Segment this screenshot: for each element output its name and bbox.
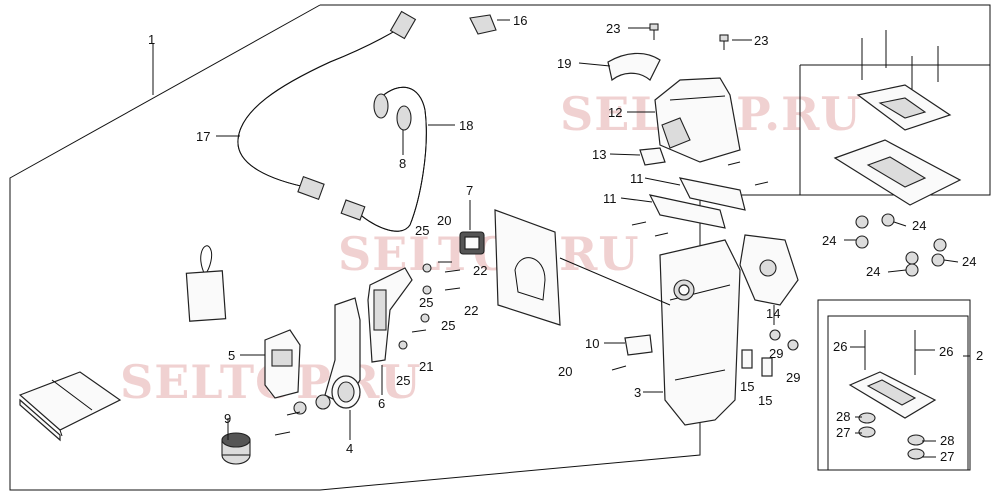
callout-22: 22 (473, 263, 487, 278)
callout-23: 23 (754, 33, 768, 48)
callout-16: 16 (513, 13, 527, 28)
callout-29: 29 (786, 370, 800, 385)
callout-4: 4 (346, 441, 353, 456)
part-11-bracket-upper (678, 177, 746, 211)
callout-26: 26 (939, 344, 953, 359)
callout-15: 15 (758, 393, 772, 408)
callout-3: 3 (634, 385, 641, 400)
callout-20: 20 (558, 364, 572, 379)
part-5-bracket (264, 329, 301, 399)
sub-assembly-2-parts (848, 330, 937, 460)
callout-27: 27 (836, 425, 850, 440)
watermark: SELTOP.RU (338, 227, 640, 281)
callout-19: 19 (557, 56, 571, 71)
callout-23: 23 (606, 21, 620, 36)
callout-25: 25 (419, 295, 433, 310)
nuts-24 (855, 213, 947, 277)
callout-25: 25 (441, 318, 455, 333)
callout-24: 24 (822, 233, 836, 248)
assembly-boundary-2 (817, 299, 971, 471)
callout-20: 20 (437, 213, 451, 228)
mounting-plate-lower (833, 139, 962, 206)
bolt-23 (649, 23, 729, 50)
callout-7: 7 (466, 183, 473, 198)
part-11-bracket-lower (648, 194, 726, 229)
callout-24: 24 (912, 218, 926, 233)
callout-5: 5 (228, 348, 235, 363)
part-3-housing (559, 239, 741, 426)
part-13-clip (639, 147, 666, 166)
leader-lines (152, 19, 970, 458)
callout-18: 18 (459, 118, 473, 133)
callout-11: 11 (630, 171, 644, 186)
callout-2: 2 (976, 348, 983, 363)
tag-label (185, 245, 227, 322)
callout-26: 26 (833, 339, 847, 354)
callout-15: 15 (740, 379, 754, 394)
callout-labels: 1 2 3 4 5 6 7 8 9 10 11 11 12 13 14 15 1… (148, 13, 983, 464)
callout-25: 25 (396, 373, 410, 388)
callout-9: 9 (224, 411, 231, 426)
part-6-lever (367, 267, 413, 363)
callout-25: 25 (415, 223, 429, 238)
assembly-boundary-1 (9, 4, 991, 491)
part-15-clips (741, 349, 773, 377)
part-16-clip (469, 14, 497, 35)
part-4-lever (293, 297, 361, 415)
callout-11: 11 (603, 191, 617, 206)
owners-manual (18, 371, 122, 442)
callout-28: 28 (836, 409, 850, 424)
callout-1: 1 (148, 32, 155, 47)
callout-12: 12 (608, 105, 622, 120)
callout-8: 8 (399, 156, 406, 171)
callout-21: 21 (419, 359, 433, 374)
callout-14: 14 (766, 306, 780, 321)
callout-24: 24 (962, 254, 976, 269)
callout-17: 17 (196, 129, 210, 144)
part-19-plate (607, 52, 661, 82)
part-9-knob (221, 432, 251, 465)
part-10-bracket (624, 334, 653, 356)
callout-28: 28 (940, 433, 954, 448)
mounting-plate-upper (856, 84, 952, 131)
wire-harness-18 (340, 86, 427, 232)
callout-24: 24 (866, 264, 880, 279)
wire-harness-17 (237, 10, 417, 200)
callout-10: 10 (585, 336, 599, 351)
small-fasteners (274, 161, 799, 436)
callout-27: 27 (940, 449, 954, 464)
callout-6: 6 (378, 396, 385, 411)
part-14-plate (739, 234, 799, 306)
callout-13: 13 (592, 147, 606, 162)
callout-22: 22 (464, 303, 478, 318)
callout-29: 29 (769, 346, 783, 361)
part-7-grommet (459, 231, 485, 255)
housing-gasket (494, 209, 561, 326)
part-12-cover (654, 77, 741, 163)
long-bolts (861, 30, 939, 95)
